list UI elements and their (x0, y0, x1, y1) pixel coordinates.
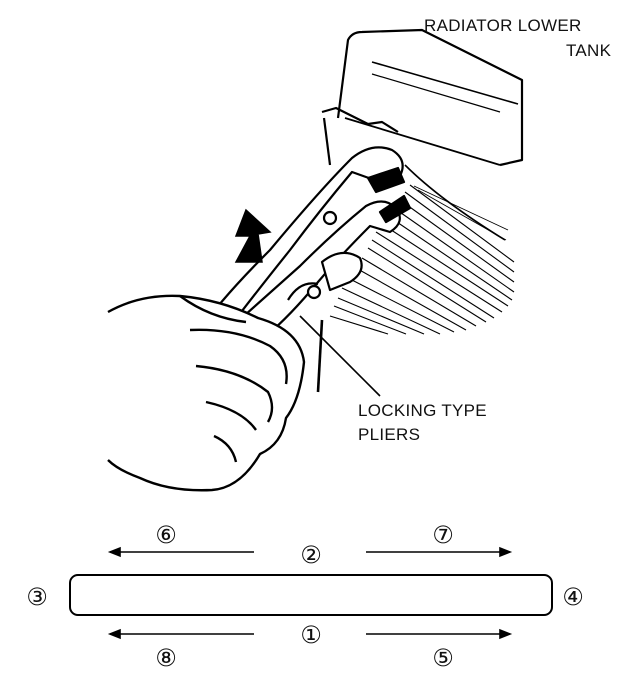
pliers-label-line2: PLIERS (358, 425, 421, 444)
step-4-marker: ④ (562, 583, 584, 611)
step-5-marker: ⑤ (432, 644, 454, 672)
direction-arrow (234, 208, 272, 263)
pliers-label-line1: LOCKING TYPE (358, 401, 487, 420)
radiator-core-fins (329, 164, 515, 335)
tank-outline (69, 574, 553, 616)
pliers-leader-line (299, 315, 381, 397)
hand (107, 294, 306, 492)
step-7-marker: ⑦ (432, 521, 454, 549)
step-1-marker: ① (300, 621, 322, 649)
radiator-lower-tank (321, 28, 524, 167)
step-8-marker: ⑧ (155, 644, 177, 672)
step-3-marker: ③ (26, 583, 48, 611)
locking-pliers (198, 146, 412, 393)
sequence-arrows (107, 546, 513, 640)
step-6-marker: ⑥ (155, 521, 177, 549)
radiator-label-line1: RADIATOR LOWER (424, 16, 582, 35)
radiator-label-line2: TANK (566, 41, 612, 60)
step-2-marker: ② (300, 541, 322, 569)
